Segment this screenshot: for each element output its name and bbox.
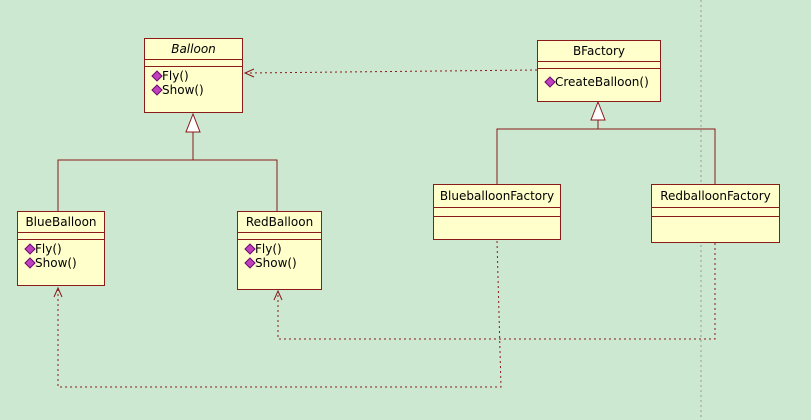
attributes-compartment: [652, 208, 779, 217]
operation-item[interactable]: Show(): [244, 256, 321, 270]
operations-compartment: Fly() Show(): [145, 67, 242, 97]
operations-compartment: CreateBalloon(): [538, 69, 660, 89]
operations-compartment: [652, 217, 779, 219]
operation-label: Show(): [35, 256, 77, 270]
operation-diamond-icon: [244, 257, 256, 269]
class-redballoonfactory[interactable]: RedballoonFactory: [651, 184, 780, 243]
attributes-compartment: [538, 62, 660, 69]
generalization-arrowhead-balloon: [185, 112, 201, 133]
operation-item[interactable]: Show(): [24, 256, 104, 270]
class-name: RedballoonFactory: [652, 185, 779, 208]
operation-label: Fly(): [162, 69, 189, 83]
operation-item[interactable]: Show(): [151, 83, 242, 97]
class-name: BlueBalloon: [18, 212, 104, 233]
operation-label: Show(): [162, 83, 204, 97]
operation-item[interactable]: Fly(): [151, 69, 242, 83]
operation-item[interactable]: CreateBalloon(): [544, 75, 660, 89]
operation-item[interactable]: Fly(): [24, 242, 104, 256]
dependency-redfactory-redballoon-line: [277, 243, 716, 340]
operation-diamond-icon: [151, 84, 163, 96]
dependency-arrowhead-redballoon: [273, 289, 283, 301]
operation-label: Show(): [255, 256, 297, 270]
class-name: BlueballoonFactory: [434, 185, 560, 208]
class-name: BFactory: [538, 41, 660, 62]
dependency-arrowhead-blueballoon: [53, 286, 63, 298]
operation-diamond-icon: [24, 243, 36, 255]
operation-diamond-icon: [544, 76, 556, 88]
class-name: Balloon: [145, 39, 242, 60]
dependency-arrowhead-balloon: [243, 68, 255, 78]
attributes-compartment: [145, 60, 242, 67]
class-blueballoon[interactable]: BlueBalloon Fly() Show(): [17, 211, 105, 286]
inheritance-factories-line: [496, 128, 716, 184]
class-name: RedBalloon: [238, 212, 321, 233]
operation-diamond-icon: [151, 70, 163, 82]
class-blueballoonfactory[interactable]: BlueballoonFactory: [433, 184, 561, 240]
operation-item[interactable]: Fly(): [244, 242, 321, 256]
class-balloon[interactable]: Balloon Fly() Show(): [144, 38, 243, 113]
operations-compartment: Fly() Show(): [18, 240, 104, 270]
attributes-compartment: [238, 233, 321, 240]
operations-compartment: Fly() Show(): [238, 240, 321, 270]
dependency-bfactory-balloon-line: [245, 69, 538, 74]
class-redballoon[interactable]: RedBalloon Fly() Show(): [237, 211, 322, 290]
attributes-compartment: [18, 233, 104, 240]
operation-diamond-icon: [244, 243, 256, 255]
operations-compartment: [434, 217, 560, 219]
operation-label: CreateBalloon(): [555, 75, 649, 89]
class-bfactory[interactable]: BFactory CreateBalloon(): [537, 40, 661, 102]
operation-diamond-icon: [24, 257, 36, 269]
attributes-compartment: [434, 208, 560, 217]
operation-label: Fly(): [35, 242, 62, 256]
inheritance-blueballoon-line: [57, 159, 278, 211]
operation-label: Fly(): [255, 242, 282, 256]
generalization-arrowhead-bfactory: [590, 100, 606, 121]
